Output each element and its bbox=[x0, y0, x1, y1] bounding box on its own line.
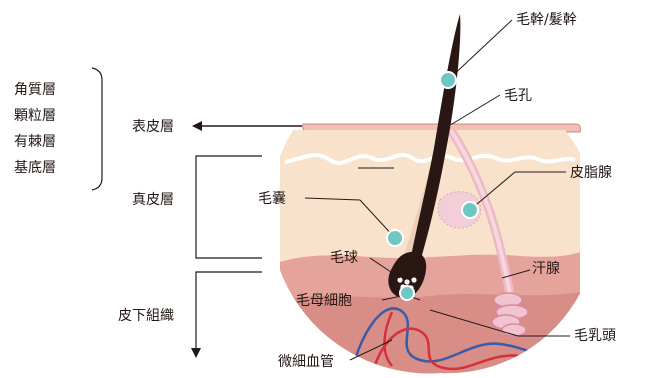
papillary-wave bbox=[284, 152, 576, 165]
subcutaneous-label: 皮下組織 bbox=[118, 308, 174, 324]
vein-vessel bbox=[348, 307, 561, 374]
subcutaneous-bracket bbox=[195, 271, 262, 350]
marker-sebaceous bbox=[461, 201, 479, 219]
sublayer-label-3: 有棘層 bbox=[14, 134, 56, 150]
marker-follicle bbox=[386, 229, 404, 247]
pore-label: 毛孔 bbox=[504, 88, 532, 104]
sublayer-label-1: 角質層 bbox=[14, 82, 56, 98]
epidermis-label: 表皮層 bbox=[132, 119, 174, 135]
hair-shaft-label: 毛幹/髮幹 bbox=[516, 11, 577, 28]
marker-hair-shaft bbox=[439, 71, 457, 89]
hair-bulb bbox=[388, 251, 427, 299]
sweat-gland-coil bbox=[491, 292, 529, 337]
capillaries-label: 微細血管 bbox=[278, 354, 334, 370]
epidermis-bracket bbox=[91, 67, 103, 191]
sweat-gland-label: 汗腺 bbox=[532, 261, 560, 277]
leader-lines bbox=[304, 19, 570, 361]
follicle-label: 毛囊 bbox=[258, 190, 286, 207]
dermis-bracket bbox=[195, 155, 262, 259]
sweat-duct-inner bbox=[450, 130, 514, 314]
artery-loop bbox=[383, 311, 394, 367]
epidermis-arrow-head bbox=[192, 121, 202, 131]
sublayer-label-4: 基底層 bbox=[14, 159, 56, 176]
sublayer-label-2: 顆粒層 bbox=[14, 108, 56, 124]
marker-matrix bbox=[399, 285, 415, 301]
markers bbox=[386, 71, 479, 301]
dermis-label: 真皮層 bbox=[132, 192, 174, 208]
sebaceous-gland-label: 皮脂腺 bbox=[570, 165, 612, 181]
matrix-cells-label: 毛母細胞 bbox=[296, 293, 352, 309]
dermal-papilla-label: 毛乳頭 bbox=[574, 328, 616, 344]
subcutaneous-arrow-head bbox=[191, 348, 201, 358]
hair-bulb-label: 毛球 bbox=[330, 250, 358, 266]
